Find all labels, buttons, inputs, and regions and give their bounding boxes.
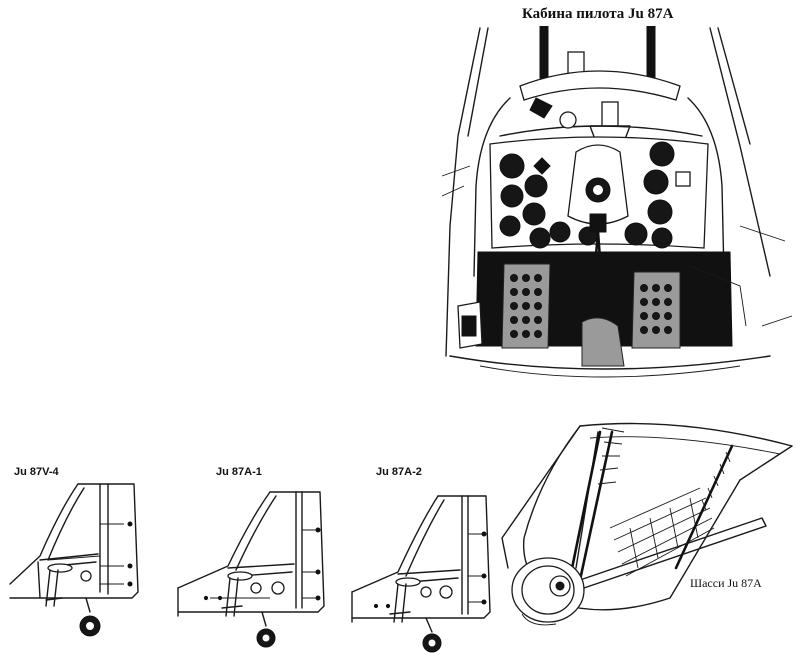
tail-drawing-a2 bbox=[351, 495, 491, 653]
tail-caption-a1: Ju 87A-1 bbox=[216, 466, 262, 478]
tail-caption-v4: Ju 87V-4 bbox=[14, 466, 59, 478]
tail-drawing-v4 bbox=[9, 483, 139, 637]
tail-caption-a2: Ju 87A-2 bbox=[376, 466, 422, 478]
cockpit-title: Кабина пилота Ju 87A bbox=[522, 6, 674, 22]
cockpit-illustration bbox=[441, 26, 793, 378]
tail-drawing-a1 bbox=[177, 491, 325, 648]
landing-gear-illustration bbox=[501, 422, 793, 626]
gear-caption: Шасси Ju 87A bbox=[690, 576, 762, 590]
